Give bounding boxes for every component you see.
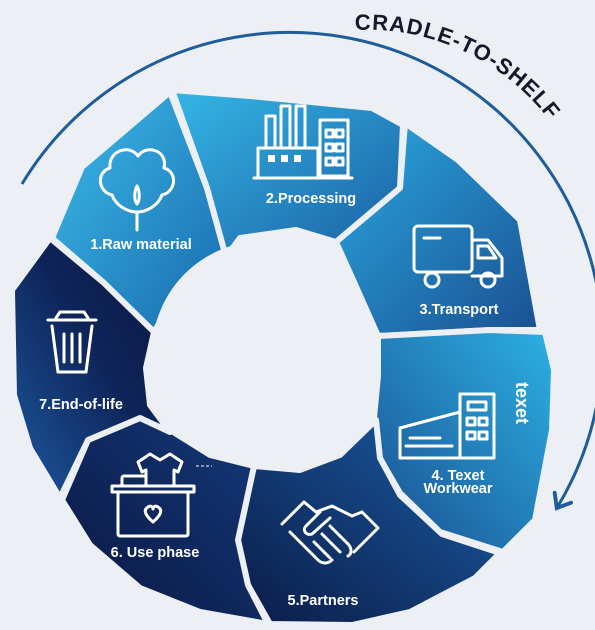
- building-icon: [398, 392, 496, 460]
- segment-label-partners: 5.Partners: [288, 593, 359, 609]
- segment-label-texet: 4. Texet: [432, 468, 485, 484]
- segment-label-processing: 2.Processing: [266, 191, 356, 207]
- factory-icon: [252, 104, 354, 180]
- cotton-icon: [99, 148, 175, 232]
- segment-label-workwear: Workwear: [423, 481, 492, 497]
- segment-label-end-of-life: 7.End-of-life: [39, 397, 123, 413]
- handshake-icon: [280, 500, 380, 565]
- cycle-arrow: [20, 30, 595, 511]
- segment-label-transport: 3.Transport: [420, 302, 499, 318]
- segment-label-raw-material: 1.Raw material: [90, 237, 192, 253]
- brand-logo-texet: texet: [512, 382, 532, 424]
- segment-end-of-life: [9, 235, 173, 501]
- truck-icon: [412, 224, 504, 289]
- center-circle: [152, 241, 376, 465]
- clothes-box-icon: [110, 452, 196, 538]
- trash-bin-icon: [46, 310, 98, 374]
- segment-label-use-phase: 6. Use phase: [111, 545, 200, 561]
- diagram-title: CRADLE-TO-SHELF: [355, 10, 566, 124]
